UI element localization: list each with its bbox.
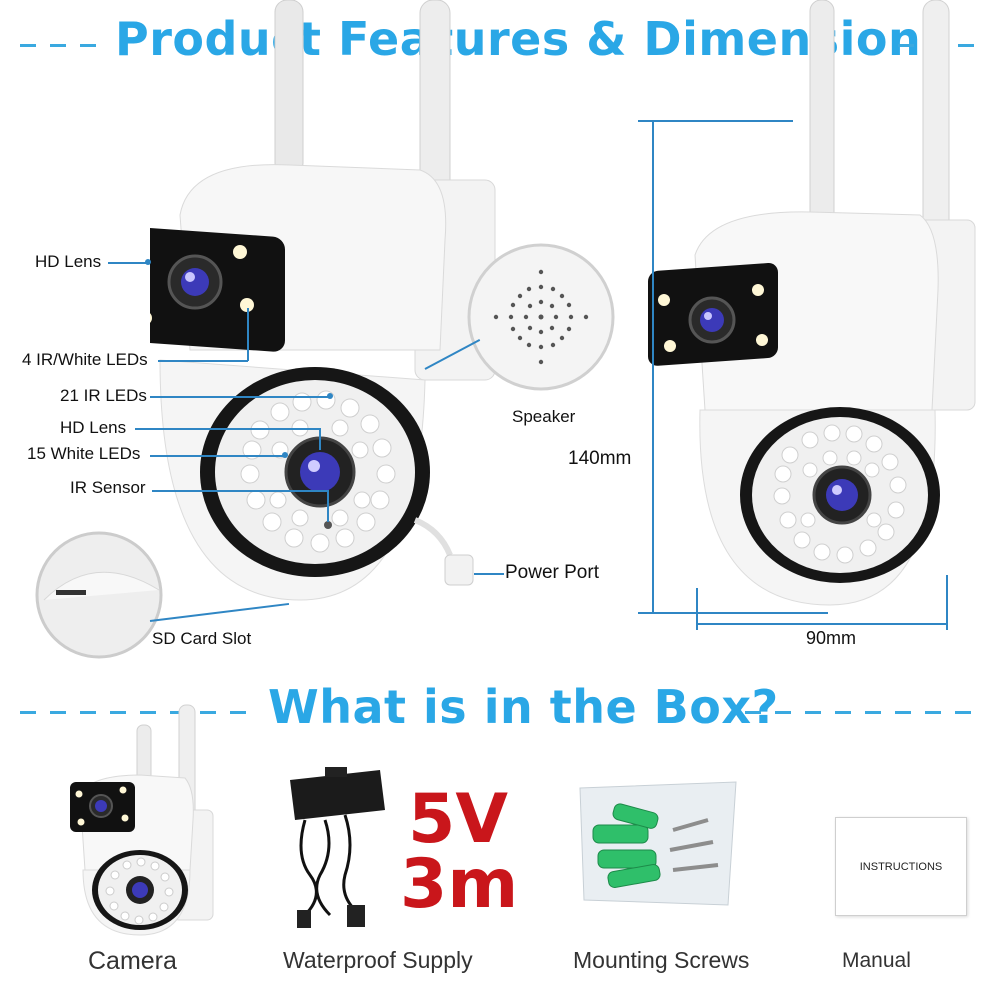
width-dimension-tick-right [946, 575, 948, 630]
heading-dash-left [20, 44, 105, 47]
box-item-label-manual: Manual [842, 949, 911, 972]
box-power-supply-image [290, 767, 385, 928]
speaker-zoom [467, 243, 615, 391]
callout-dot-15-white-leds [282, 452, 288, 458]
width-dimension-label: 90mm [806, 628, 857, 648]
callout-power-port: Power Port [505, 562, 599, 583]
callout-dot-21-ir-leds [327, 393, 333, 399]
manual-cover-text: INSTRUCTIONS [859, 860, 943, 873]
height-dimension-tick-top [638, 120, 793, 122]
callout-line-hd-lens-bottom [135, 428, 320, 430]
width-dimension-line [697, 623, 947, 625]
box-heading-dash-left [20, 711, 260, 714]
box-item-label-screws: Mounting Screws [573, 947, 750, 973]
supply-cable-length: 3m [400, 845, 519, 924]
box-item-label-supply: Waterproof Supply [283, 947, 473, 973]
height-dimension-label: 140mm [568, 448, 632, 469]
callout-ir-white-leds: 4 IR/White LEDs [22, 350, 148, 369]
callout-line-15-white-leds [150, 455, 285, 457]
box-camera-image [70, 704, 214, 936]
dimension-camera-illustration [648, 0, 976, 606]
box-manual-image: INSTRUCTIONS [835, 817, 967, 916]
callout-speaker: Speaker [512, 407, 576, 426]
height-dimension-line [652, 121, 654, 613]
callout-line-21-ir-leds [150, 396, 330, 398]
callout-line-ir-white-leds-vertical [247, 308, 249, 361]
callout-15-white-leds: 15 White LEDs [27, 444, 141, 463]
box-heading-dash-right [745, 711, 980, 714]
callout-line-hd-lens-top [108, 262, 148, 264]
callout-line-ir-sensor-vertical [327, 490, 329, 522]
callout-dot-hd-lens-top [145, 259, 151, 265]
supply-voltage: 5V [408, 780, 508, 859]
callout-line-ir-white-leds [158, 360, 248, 362]
sd-card-zoom [35, 531, 163, 659]
callout-line-power-port [474, 573, 504, 575]
box-screws-image [579, 781, 737, 906]
callout-line-hd-lens-bottom-vertical [319, 428, 321, 450]
callout-ir-sensor: IR Sensor [70, 478, 146, 497]
callout-hd-lens-top: HD Lens [35, 252, 102, 271]
box-heading: What is in the Box? [268, 680, 779, 734]
box-item-label-camera: Camera [88, 947, 177, 975]
height-dimension-tick-bottom [638, 612, 828, 614]
callout-line-ir-sensor [152, 490, 328, 492]
width-dimension-tick-left [696, 588, 698, 630]
callout-21-ir-leds: 21 IR LEDs [60, 386, 147, 405]
callout-hd-lens-bottom: HD Lens [60, 418, 127, 437]
callout-sd-card-slot: SD Card Slot [152, 629, 252, 648]
